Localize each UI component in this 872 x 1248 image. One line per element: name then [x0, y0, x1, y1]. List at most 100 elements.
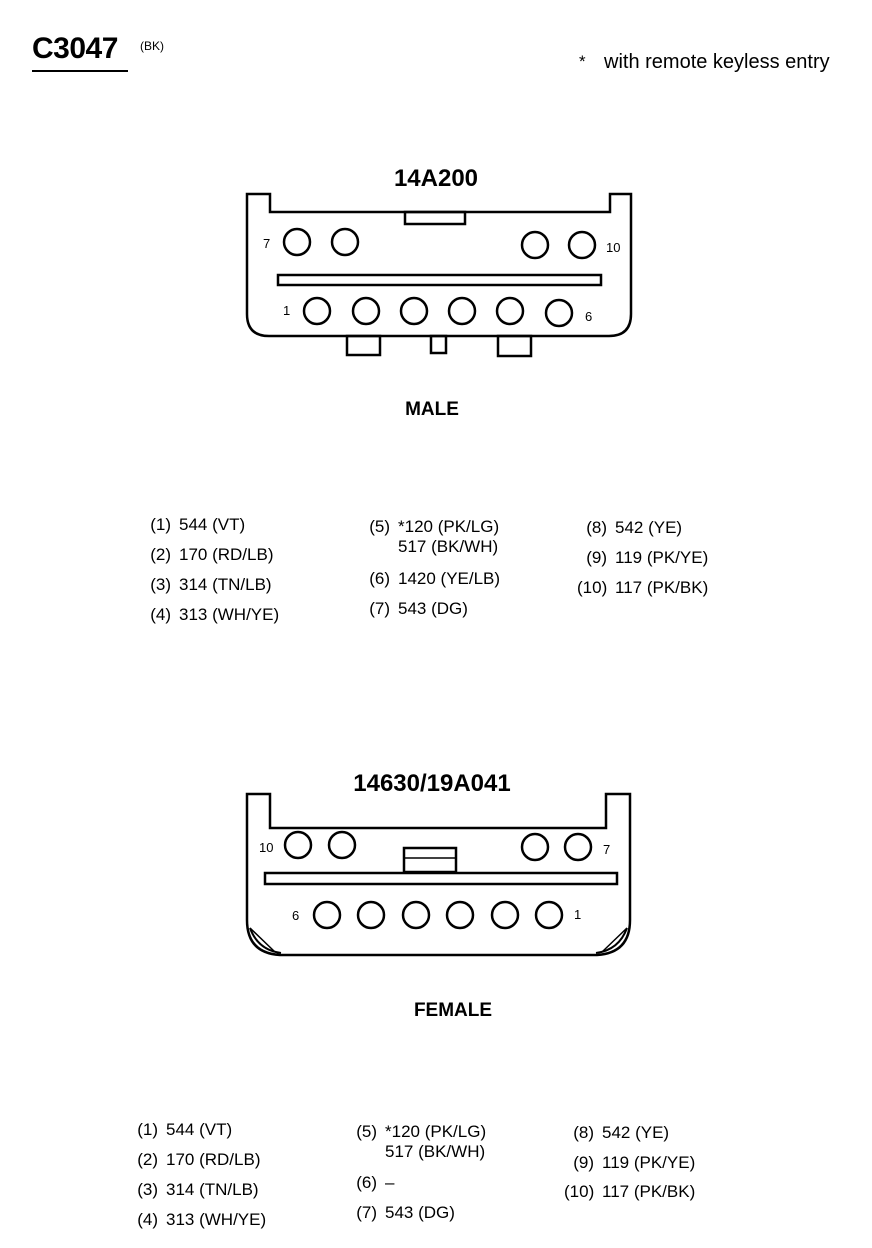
male-pin-8 [330, 227, 360, 257]
pin-number: (9) [573, 1153, 594, 1172]
pin-number: (10) [577, 578, 608, 597]
pin-number: (7) [356, 1203, 377, 1222]
female-pin-9 [327, 830, 357, 860]
female-part-number: 14630/19A041 [353, 770, 511, 797]
female-pin-label-10: 10 [259, 840, 273, 855]
female-pin-6 [312, 900, 342, 930]
connector-id-underline [32, 70, 128, 72]
female-pin-row-6: (6)– [347, 1173, 394, 1193]
male-pin-label-6: 6 [585, 309, 592, 324]
pin-circuit: 517 (BK/WH) [398, 537, 499, 556]
pin-number: (1) [150, 515, 171, 534]
male-pin-4 [447, 296, 477, 326]
male-pin-row-7: (7) 543 (DG) [360, 599, 468, 619]
male-pin-1 [302, 296, 332, 326]
pin-circuit: *120 (PK/LG) [398, 517, 500, 536]
female-pin-row-5: (5) *120 (PK/LG) 517 (BK/WH) [347, 1122, 486, 1162]
pin-circuit: 517 (BK/WH) [385, 1142, 486, 1161]
pin-number: (2) [150, 545, 171, 564]
connector-id: C3047 [32, 32, 118, 65]
male-pin-row-5: (5) *120 (PK/LG) 517 (BK/WH) [360, 517, 499, 557]
male-pin-row-8: (8) 542 (YE) [577, 518, 682, 538]
pin-number: (6) [356, 1173, 377, 1192]
male-pin-row-3: (3) 314 (TN/LB) [141, 575, 272, 595]
note-marker: * [579, 52, 586, 71]
female-pin-row-10: (10) 117 (PK/BK) [564, 1182, 695, 1202]
female-pin-1 [534, 900, 564, 930]
female-pin-row-7: (7) 543 (DG) [347, 1203, 455, 1223]
pin-number: (7) [369, 599, 390, 618]
pin-number: (9) [586, 548, 607, 567]
female-pin-row-3: (3) 314 (TN/LB) [128, 1180, 259, 1200]
pin-circuit: 542 (YE) [615, 518, 683, 537]
male-pin-row-4: (4) 313 (WH/YE) [141, 605, 279, 625]
pin-number: (3) [137, 1180, 158, 1199]
male-pin-row-9: (9) 119 (PK/YE) [577, 548, 708, 568]
male-connector-face [245, 192, 633, 358]
note-text: with remote keyless entry [604, 51, 830, 73]
pin-circuit: 544 (VT) [179, 515, 246, 534]
female-pin-2 [490, 900, 520, 930]
female-pin-10 [283, 830, 313, 860]
female-view-label: FEMALE [413, 1000, 493, 1021]
pin-circuit: 543 (DG) [385, 1203, 455, 1222]
male-part-number: 14A200 [393, 165, 479, 192]
male-pin-row-6: (6) 1420 (YE/LB) [360, 569, 500, 589]
pin-circuit: 314 (TN/LB) [166, 1180, 259, 1199]
female-pin-label-6: 6 [292, 908, 299, 923]
pin-circuit: 170 (RD/LB) [166, 1150, 261, 1169]
pin-circuit: 313 (WH/YE) [179, 605, 280, 624]
pin-circuit: 170 (RD/LB) [179, 545, 274, 564]
male-pin-row-2: (2) 170 (RD/LB) [141, 545, 273, 565]
female-pin-row-1: (1) 544 (VT) [128, 1120, 232, 1140]
pin-circuit: 314 (TN/LB) [179, 575, 272, 594]
male-view-label: MALE [405, 399, 459, 420]
female-pin-row-8: (8) 542 (YE) [564, 1123, 669, 1143]
female-pin-row-2: (2) 170 (RD/LB) [128, 1150, 260, 1170]
pin-number: (2) [137, 1150, 158, 1169]
male-pin-2 [351, 296, 381, 326]
pin-circuit: 119 (PK/YE) [615, 548, 709, 567]
pin-circuit: 1420 (YE/LB) [398, 569, 501, 588]
pin-number: (4) [150, 605, 171, 624]
female-pin-row-4: (4) 313 (WH/YE) [128, 1210, 266, 1230]
pin-number: (1) [137, 1120, 158, 1139]
male-pin-label-7: 7 [263, 236, 270, 251]
pin-circuit: 543 (DG) [398, 599, 468, 618]
female-pin-8 [520, 832, 550, 862]
male-pin-10 [567, 230, 597, 260]
male-pin-6 [544, 298, 574, 328]
male-pin-label-1: 1 [283, 303, 290, 318]
female-pin-4 [401, 900, 431, 930]
pin-number: (5) [369, 517, 390, 536]
pin-number: (6) [369, 569, 390, 588]
pin-number: (8) [586, 518, 607, 537]
male-pin-7 [282, 227, 312, 257]
pin-circuit: 119 (PK/YE) [602, 1153, 696, 1172]
female-pin-3 [445, 900, 475, 930]
female-pin-label-7: 7 [603, 842, 610, 857]
male-pin-5 [495, 296, 525, 326]
pin-number: (5) [356, 1122, 377, 1141]
male-pin-row-1: (1) 544 (VT) [141, 515, 245, 535]
pin-number: (10) [564, 1182, 595, 1201]
pin-number: (8) [573, 1123, 594, 1142]
pin-circuit: – [385, 1173, 395, 1192]
pin-circuit: 117 (PK/BK) [602, 1182, 696, 1201]
female-connector-face [245, 792, 632, 957]
pin-number: (4) [137, 1210, 158, 1229]
female-pin-label-1: 1 [574, 907, 581, 922]
connector-color: (BK) [140, 39, 164, 53]
male-pin-row-10: (10)117 (PK/BK) [577, 578, 708, 598]
female-pin-7 [563, 832, 593, 862]
pin-circuit: 313 (WH/YE) [166, 1210, 267, 1229]
pin-circuit: *120 (PK/LG) [385, 1122, 487, 1141]
pin-circuit: 542 (YE) [602, 1123, 670, 1142]
male-pin-3 [399, 296, 429, 326]
female-pin-5 [356, 900, 386, 930]
male-pin-9 [520, 230, 550, 260]
pin-circuit: 544 (VT) [166, 1120, 233, 1139]
male-pin-label-10: 10 [606, 240, 620, 255]
pin-number: (3) [150, 575, 171, 594]
